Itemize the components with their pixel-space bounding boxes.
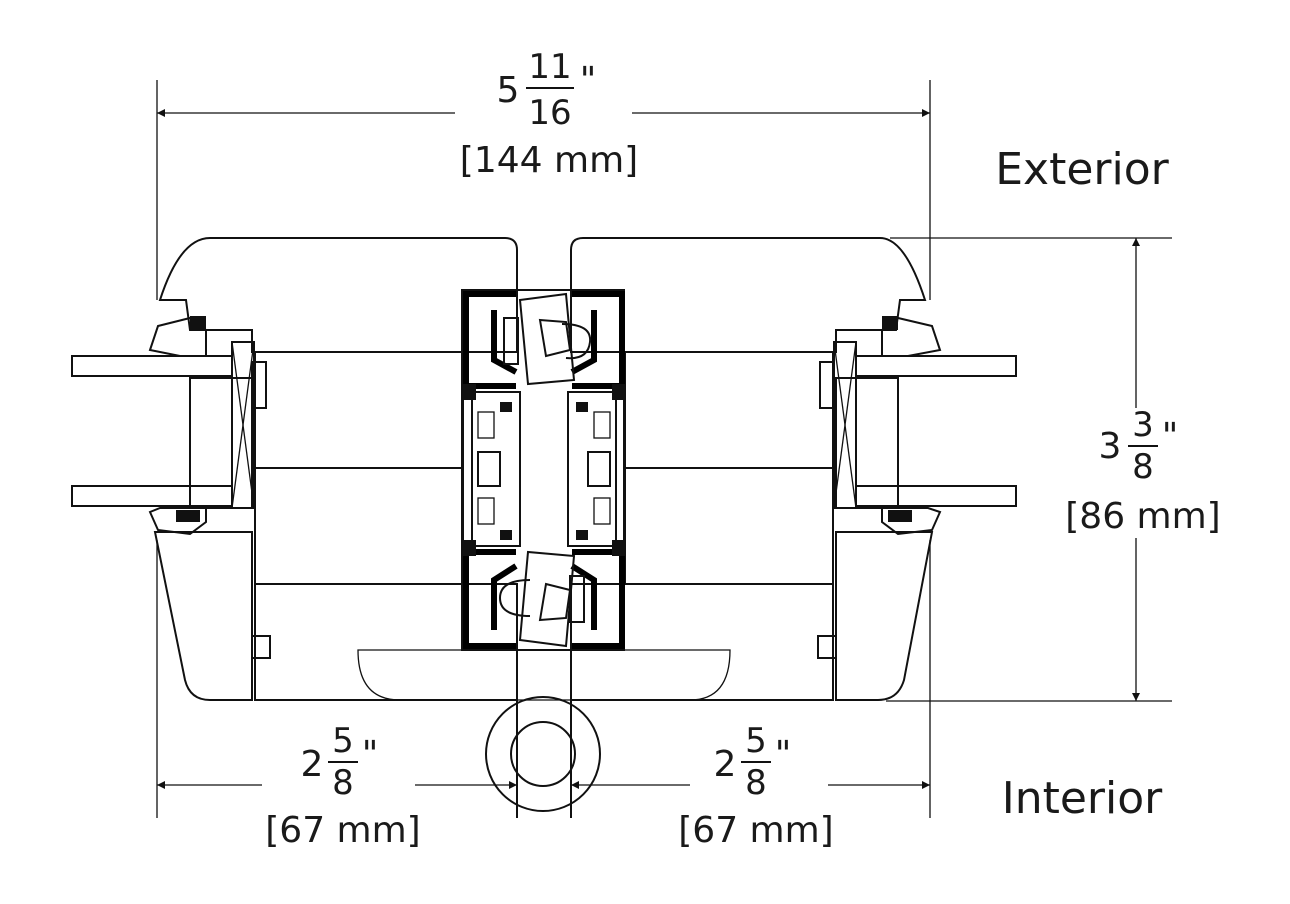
overall-width-unit: " bbox=[580, 60, 597, 101]
glass-block-right-upper bbox=[624, 351, 834, 469]
seal-right-bottom bbox=[881, 507, 942, 536]
right-width-metric: [67 mm] bbox=[678, 810, 833, 851]
left-width-numerator: 5 bbox=[332, 721, 354, 761]
dimension-height: 3 3 8 " [86 mm] bbox=[1065, 405, 1220, 537]
right-width-whole: 2 bbox=[714, 744, 737, 785]
seal-left-bottom bbox=[148, 507, 207, 536]
right-width-denominator: 8 bbox=[745, 763, 767, 803]
height-whole: 3 bbox=[1099, 426, 1122, 467]
side-post-left bbox=[189, 341, 267, 509]
left-width-denominator: 8 bbox=[332, 763, 354, 803]
height-metric: [86 mm] bbox=[1065, 496, 1220, 537]
rod-left-lower bbox=[71, 485, 233, 507]
right-width-unit: " bbox=[775, 734, 792, 775]
exterior-frame-right bbox=[570, 237, 927, 353]
dimension-right-width: 2 5 8 " [67 mm] bbox=[678, 721, 833, 851]
extension-lines bbox=[156, 80, 1172, 818]
side-post-right bbox=[819, 341, 899, 509]
overall-width-whole: 5 bbox=[497, 70, 520, 111]
dimension-overall-width: 5 11 16 " [144 mm] bbox=[460, 47, 638, 181]
exterior-frame-left bbox=[158, 237, 518, 353]
central-profile-assembly bbox=[461, 289, 626, 651]
interior-label: Interior bbox=[1002, 773, 1163, 824]
left-width-metric: [67 mm] bbox=[265, 810, 420, 851]
height-unit: " bbox=[1162, 416, 1179, 457]
glass-block-left-upper bbox=[254, 351, 464, 469]
overall-width-denominator: 16 bbox=[528, 93, 571, 133]
rod-right-upper bbox=[855, 355, 1017, 377]
left-width-whole: 2 bbox=[301, 744, 324, 785]
left-width-unit: " bbox=[362, 734, 379, 775]
rod-right-lower bbox=[855, 485, 1017, 507]
seal-left-top bbox=[148, 316, 207, 357]
height-denominator: 8 bbox=[1132, 447, 1154, 487]
exterior-label: Exterior bbox=[995, 144, 1169, 195]
handle-recess bbox=[357, 649, 731, 701]
overall-width-metric: [144 mm] bbox=[460, 140, 638, 181]
rod-left-upper bbox=[71, 355, 233, 377]
overall-width-numerator: 11 bbox=[528, 47, 571, 87]
seal-right-top bbox=[881, 316, 942, 357]
right-width-numerator: 5 bbox=[745, 721, 767, 761]
glass-block-left-lower bbox=[254, 467, 464, 585]
height-numerator: 3 bbox=[1132, 405, 1154, 445]
hinge-knuckle bbox=[485, 650, 601, 818]
dimension-left-width: 2 5 8 " [67 mm] bbox=[265, 721, 420, 851]
glass-block-right-lower bbox=[624, 467, 834, 585]
